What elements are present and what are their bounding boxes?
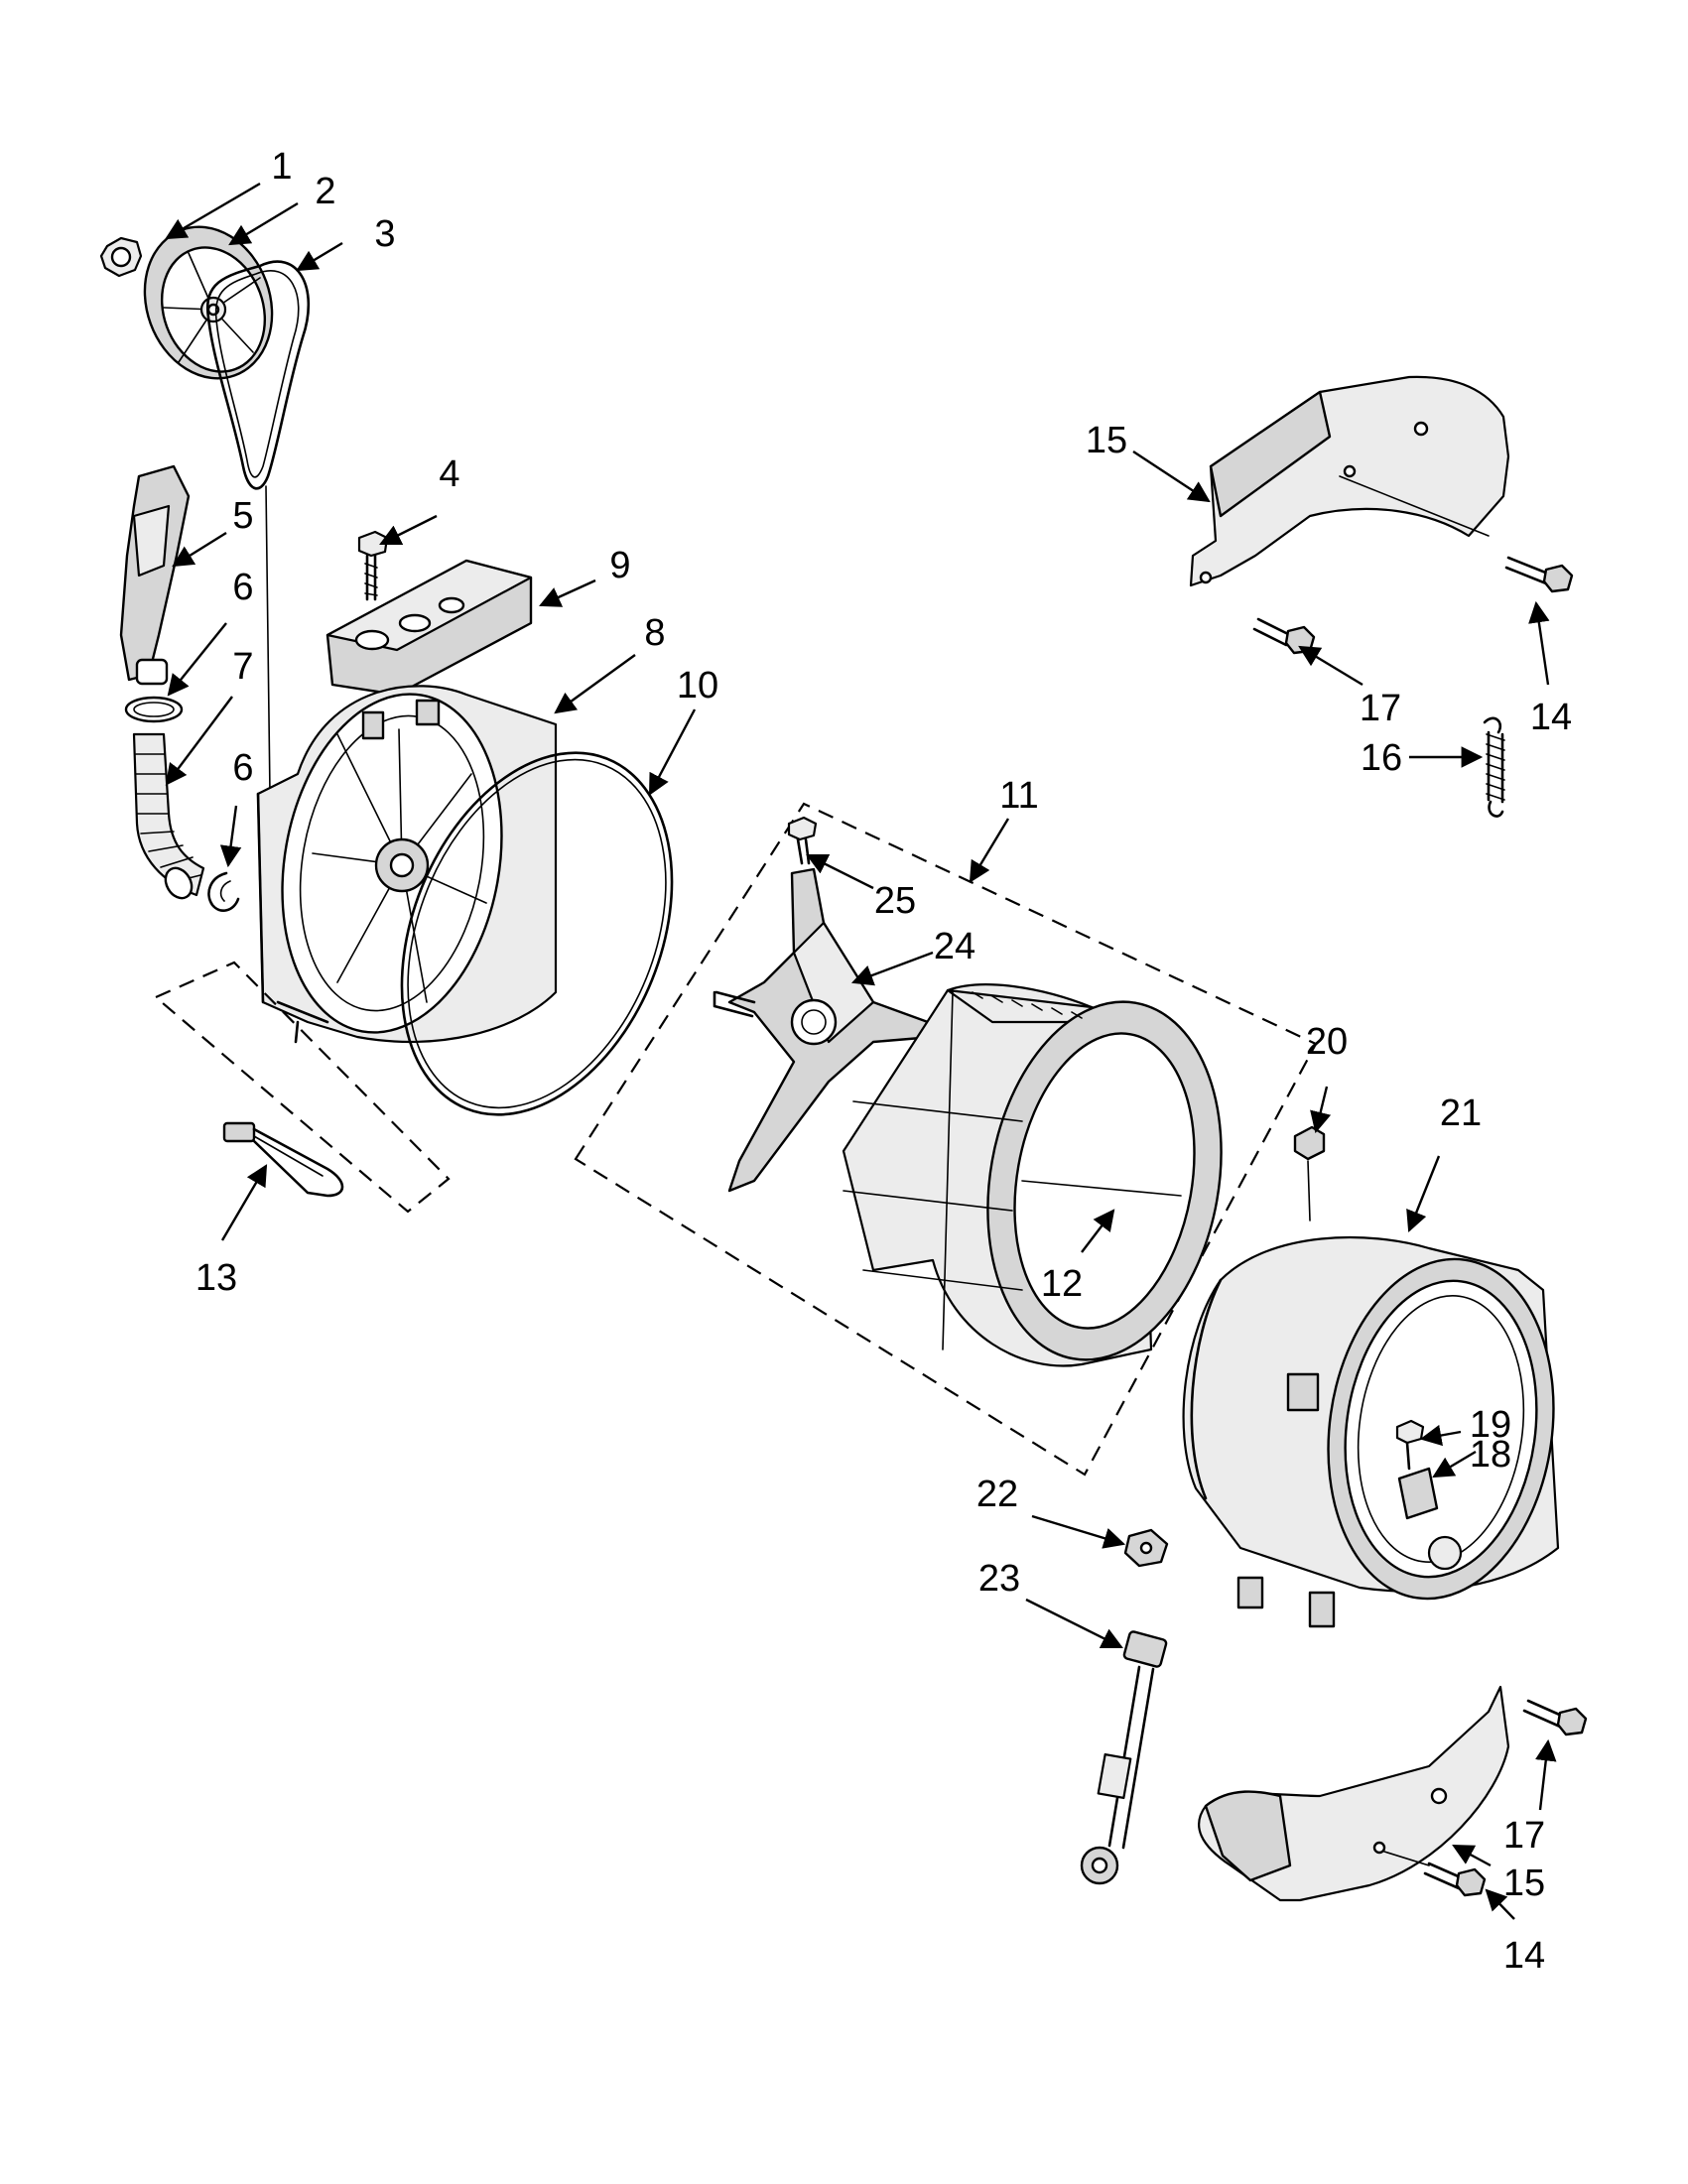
part-tub-bracket <box>325 559 533 697</box>
part-drain-hose <box>132 732 205 900</box>
part-bolt-17-upper <box>1252 617 1316 655</box>
part-shock-absorber <box>1080 1630 1168 1885</box>
part-bolt-17-lower <box>1522 1699 1588 1736</box>
callout-6-lower: 6 <box>232 747 253 789</box>
callout-10: 10 <box>677 665 718 707</box>
callout-4: 4 <box>439 453 459 495</box>
callout-3: 3 <box>374 213 395 255</box>
callout-24: 24 <box>934 926 975 967</box>
callout-9: 9 <box>609 545 630 586</box>
basket-assembly-outline <box>574 802 1318 1477</box>
callout-14-lower: 14 <box>1503 1935 1545 1977</box>
callout-14-upper: 14 <box>1530 697 1572 738</box>
part-clamp-upper <box>124 696 184 723</box>
part-spider <box>713 867 935 1193</box>
callout-16: 16 <box>1361 737 1402 779</box>
callout-6-upper: 6 <box>232 567 253 608</box>
belt-routing-line <box>265 485 271 795</box>
callout-18: 18 <box>1470 1434 1511 1476</box>
callout-15-lower: 15 <box>1503 1863 1545 1904</box>
part-spring <box>1483 716 1505 818</box>
callout-5: 5 <box>232 495 253 537</box>
part-front-tub-bracket <box>1397 1467 1439 1520</box>
part-spider-screw <box>787 816 818 865</box>
part-drum-basket <box>842 983 1223 1367</box>
callout-15-upper: 15 <box>1086 420 1127 461</box>
callout-20: 20 <box>1306 1021 1348 1063</box>
callout-labels: 1 2 3 4 5 6 7 6 8 9 10 11 12 13 14 14 15… <box>195 146 1572 1977</box>
callout-11: 11 <box>999 775 1038 817</box>
part-bolt-lower <box>1423 1862 1487 1897</box>
callout-17-lower: 17 <box>1503 1815 1545 1857</box>
callout-1: 1 <box>271 146 292 188</box>
part-rear-tub <box>256 685 558 1044</box>
callout-19: 19 <box>1470 1404 1511 1446</box>
callout-23: 23 <box>978 1558 1020 1600</box>
callout-13: 13 <box>195 1257 237 1299</box>
callout-21: 21 <box>1440 1092 1482 1134</box>
heater-group-outline <box>153 961 451 1214</box>
part-drain-adapter <box>119 464 191 686</box>
part-clip <box>1293 1125 1326 1221</box>
callout-2: 2 <box>315 171 335 212</box>
part-small-clip <box>1123 1528 1169 1568</box>
part-tub-seal <box>400 751 674 1116</box>
callout-7: 7 <box>232 646 253 688</box>
callout-8: 8 <box>644 612 665 654</box>
callout-17-upper: 17 <box>1360 688 1401 729</box>
part-nut <box>99 236 143 278</box>
part-counterweight-upper <box>1189 375 1510 587</box>
part-heater <box>222 1121 344 1198</box>
callout-12: 12 <box>1041 1263 1083 1305</box>
part-front-tub <box>1182 1235 1560 1628</box>
part-clamp-lower <box>207 871 240 912</box>
callout-25: 25 <box>874 880 916 922</box>
callout-arrows <box>165 182 1557 1920</box>
part-bolt-upper <box>1504 556 1574 593</box>
part-drive-belt <box>205 260 311 490</box>
callout-22: 22 <box>976 1474 1018 1515</box>
part-counterweight-lower <box>1198 1685 1510 1902</box>
